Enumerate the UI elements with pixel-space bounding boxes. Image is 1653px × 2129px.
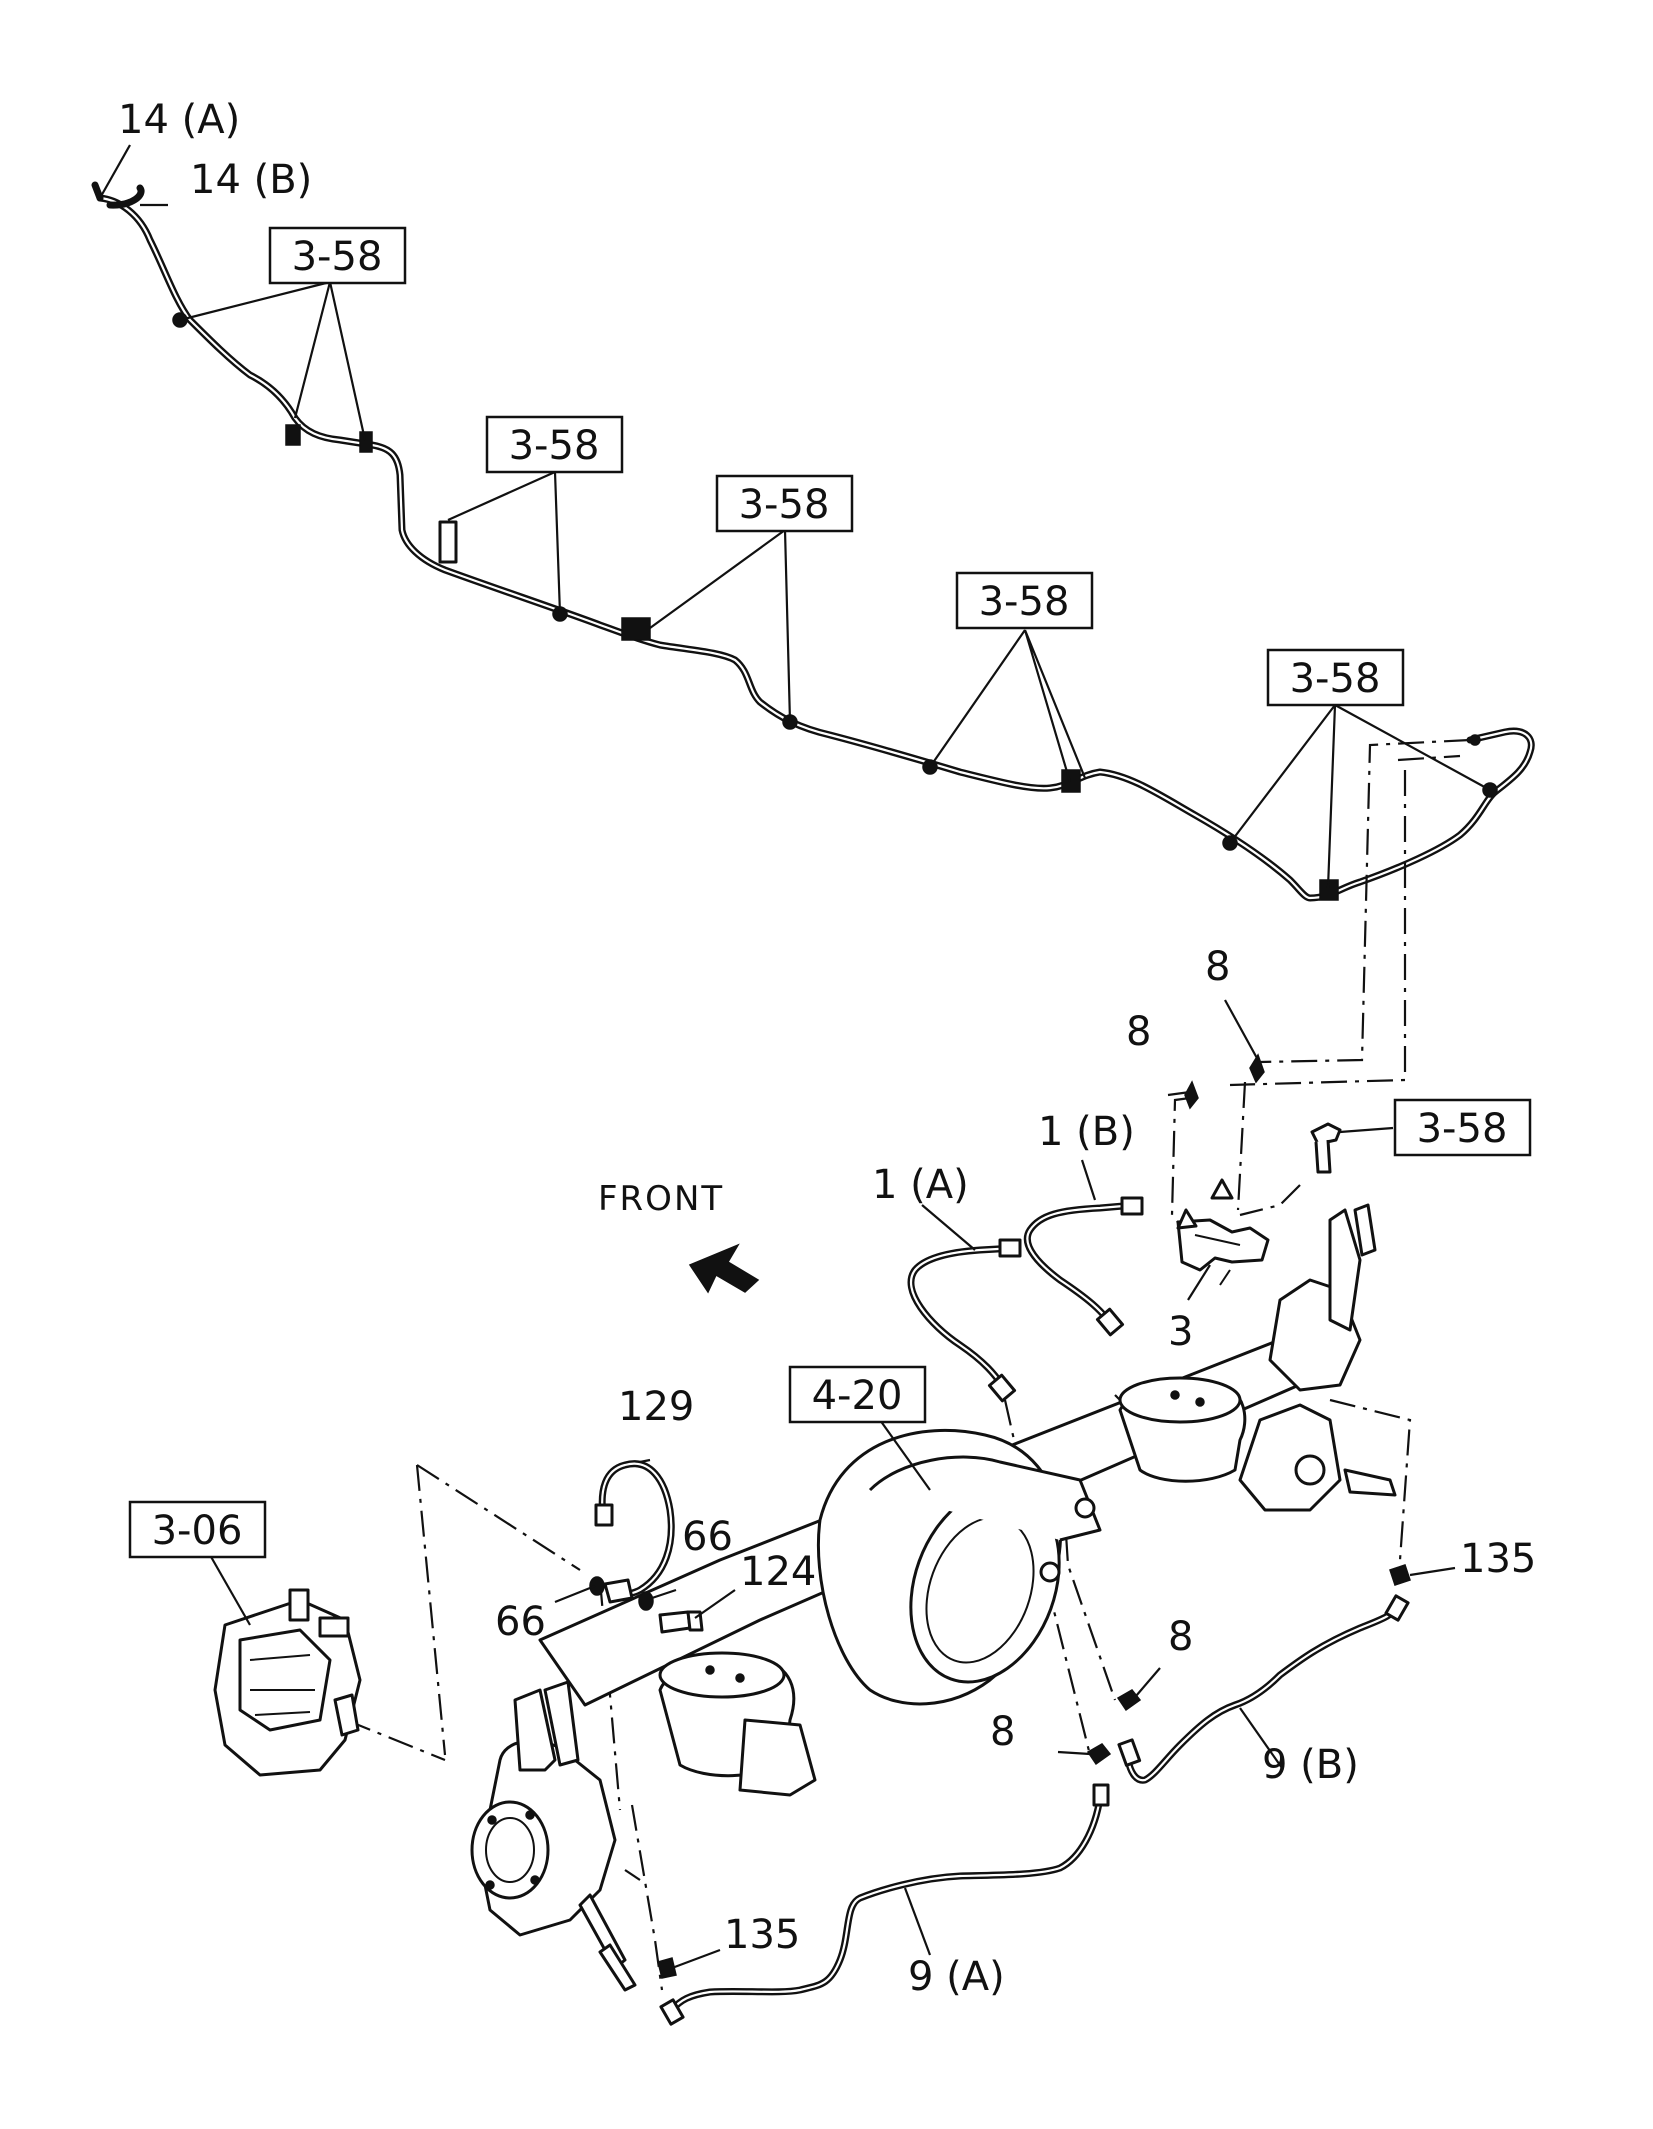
ref-box-3-58-a: 3-58 [268, 226, 407, 285]
ref-box-3-58-b: 3-58 [485, 415, 624, 474]
main-brake-pipe [91, 181, 1535, 902]
ref-box-3-58-e: 3-58 [1266, 648, 1405, 707]
hose-1a [907, 1238, 1022, 1403]
callout-135-right: 135 [1460, 1536, 1536, 1582]
callout-8-mid: 8 [1126, 1009, 1151, 1055]
callout-1a: 1 (A) [872, 1162, 969, 1208]
washer-66-left [589, 1576, 605, 1596]
bolt-124 [658, 1610, 704, 1634]
callout-1b: 1 (B) [1038, 1109, 1135, 1155]
callout-14b: 14 (B) [190, 157, 312, 203]
ref-label-4-20: 4-20 [812, 1373, 903, 1419]
callout-135-left: 135 [724, 1912, 800, 1958]
ref-label-3-58-b: 3-58 [509, 423, 600, 469]
ref-label-3-06: 3-06 [152, 1508, 243, 1554]
callout-14a: 14 (A) [118, 97, 240, 143]
junction-block [1176, 1178, 1270, 1286]
clip-135-left [657, 1957, 677, 1979]
clip-8-lower-right [1116, 1689, 1142, 1712]
callout-8-top: 8 [1205, 944, 1230, 990]
hose-1b [1023, 1196, 1144, 1337]
callout-8-lower-right: 8 [1168, 1614, 1193, 1660]
front-arrow-icon [688, 1243, 760, 1294]
ref-label-3-58-c: 3-58 [739, 482, 830, 528]
callout-66-left: 66 [495, 1599, 546, 1645]
ref-label-3-58-d: 3-58 [979, 579, 1070, 625]
callout-129: 129 [618, 1384, 694, 1430]
ref-box-3-06: 3-06 [128, 1500, 267, 1559]
callout-3: 3 [1168, 1309, 1193, 1355]
rear-axle [470, 1203, 1397, 1992]
ref-box-4-20: 4-20 [788, 1365, 927, 1424]
clip-135-right [1389, 1564, 1411, 1586]
washer-66-right [638, 1591, 654, 1611]
callout-8-lower-left: 8 [990, 1709, 1015, 1755]
callout-9a: 9 (A) [908, 1954, 1005, 2000]
bolt-3-58 [1310, 1122, 1342, 1174]
callout-front: FRONT [598, 1179, 724, 1219]
clip-8-top [1249, 1053, 1265, 1084]
brake-caliper [213, 1588, 362, 1777]
callout-124: 124 [740, 1549, 816, 1595]
hose-129 [594, 1460, 675, 1604]
pipe-9b [1117, 1594, 1410, 1784]
ref-label-3-58-a: 3-58 [292, 234, 383, 280]
leader-lines [99, 144, 1491, 1970]
ref-label-3-58-e: 3-58 [1290, 656, 1381, 702]
callout-9b: 9 (B) [1262, 1742, 1359, 1788]
pipe-9a [659, 1783, 1110, 2026]
clip-8-mid [1184, 1080, 1199, 1110]
ref-box-3-58-c: 3-58 [715, 474, 854, 533]
ref-label-3-58-f: 3-58 [1417, 1106, 1508, 1152]
clip-8-lower-left [1086, 1743, 1112, 1766]
callout-66-right: 66 [682, 1514, 733, 1560]
ref-box-3-58-f: 3-58 [1393, 1098, 1532, 1157]
ref-box-3-58-d: 3-58 [955, 571, 1094, 630]
